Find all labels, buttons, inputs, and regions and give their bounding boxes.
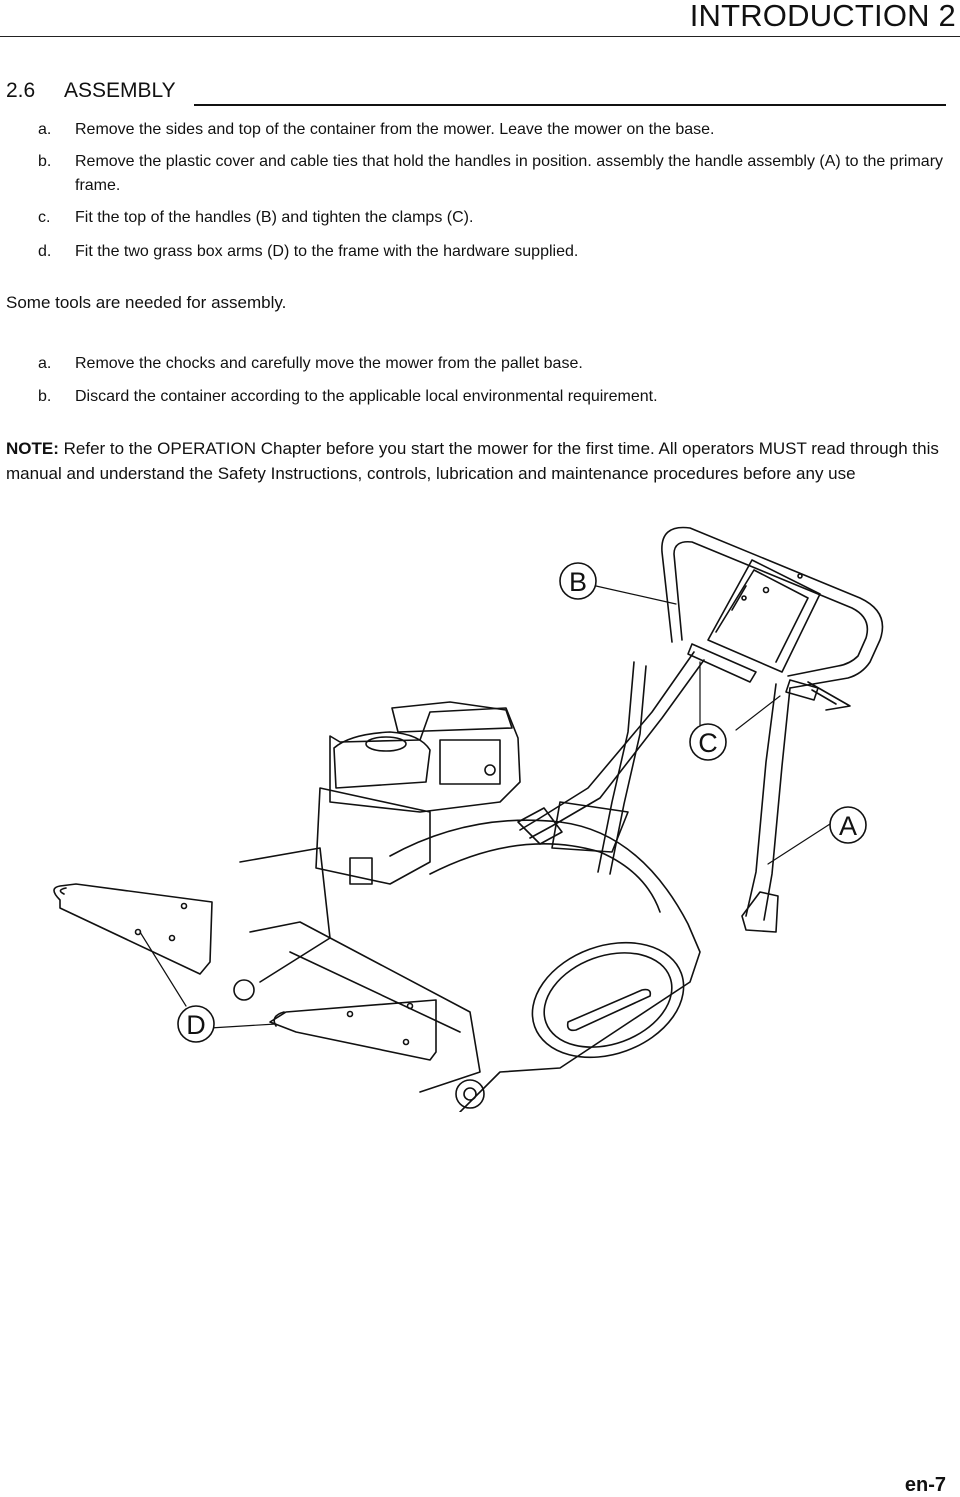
page-number: en-7 <box>904 1474 946 1496</box>
heading-underline <box>194 104 946 106</box>
engine-unit <box>315 701 521 885</box>
step-letter: c. <box>38 209 51 226</box>
note-paragraph: NOTE: Refer to the OPERATION Chapter bef… <box>6 436 956 486</box>
step-letter: b. <box>38 388 52 405</box>
step-letter: d. <box>38 243 52 260</box>
step-item: a. Remove the sides and top of the conta… <box>38 118 958 142</box>
callout-d: D <box>177 1005 215 1043</box>
mower-assembly-illustration: B C A D <box>53 526 884 1112</box>
callout-b: B <box>559 562 597 600</box>
callout-leaders <box>139 585 831 1029</box>
callout-label: D <box>186 1010 206 1040</box>
callout-label: A <box>839 811 857 841</box>
callout-label: C <box>698 728 718 758</box>
step-text: Remove the plastic cover and cable ties … <box>75 153 944 194</box>
handle-clamps <box>687 643 819 701</box>
step-text: Discard the container according to the a… <box>75 388 658 405</box>
step-letter: b. <box>38 153 52 170</box>
step-item: c. Fit the top of the handles (B) and ti… <box>38 206 958 230</box>
section-heading: 2.6 ASSEMBLY <box>6 79 946 106</box>
step-letter: a. <box>38 355 52 372</box>
callout-label: B <box>569 567 587 597</box>
step-text: Fit the top of the handles (B) and tight… <box>75 209 474 226</box>
step-item: b. Discard the container according to th… <box>38 385 958 409</box>
step-text: Fit the two grass box arms (D) to the fr… <box>75 243 579 260</box>
lower-handle-arms <box>517 651 791 933</box>
section-number: 2.6 <box>6 79 36 102</box>
step-item: d. Fit the two grass box arms (D) to the… <box>38 240 958 264</box>
step-item: b. Remove the plastic cover and cable ti… <box>38 150 958 198</box>
step-text: Remove the sides and top of the containe… <box>75 121 715 138</box>
tools-note: Some tools are needed for assembly. <box>6 293 287 312</box>
step-text: Remove the chocks and carefully move the… <box>75 355 583 372</box>
header-divider <box>0 36 960 37</box>
note-label: NOTE: <box>6 439 59 458</box>
callout-c: C <box>689 723 727 761</box>
step-item: a. Remove the chocks and carefully move … <box>38 352 958 376</box>
step-letter: a. <box>38 121 52 138</box>
upper-handle-frame <box>661 526 884 711</box>
page-header-title: INTRODUCTION 2 <box>689 0 956 33</box>
grass-box-arms <box>53 883 437 1061</box>
section-title: ASSEMBLY <box>64 79 176 102</box>
note-text: Refer to the OPERATION Chapter before yo… <box>6 439 939 483</box>
reel-housing <box>233 819 701 1112</box>
callout-a: A <box>829 806 867 844</box>
